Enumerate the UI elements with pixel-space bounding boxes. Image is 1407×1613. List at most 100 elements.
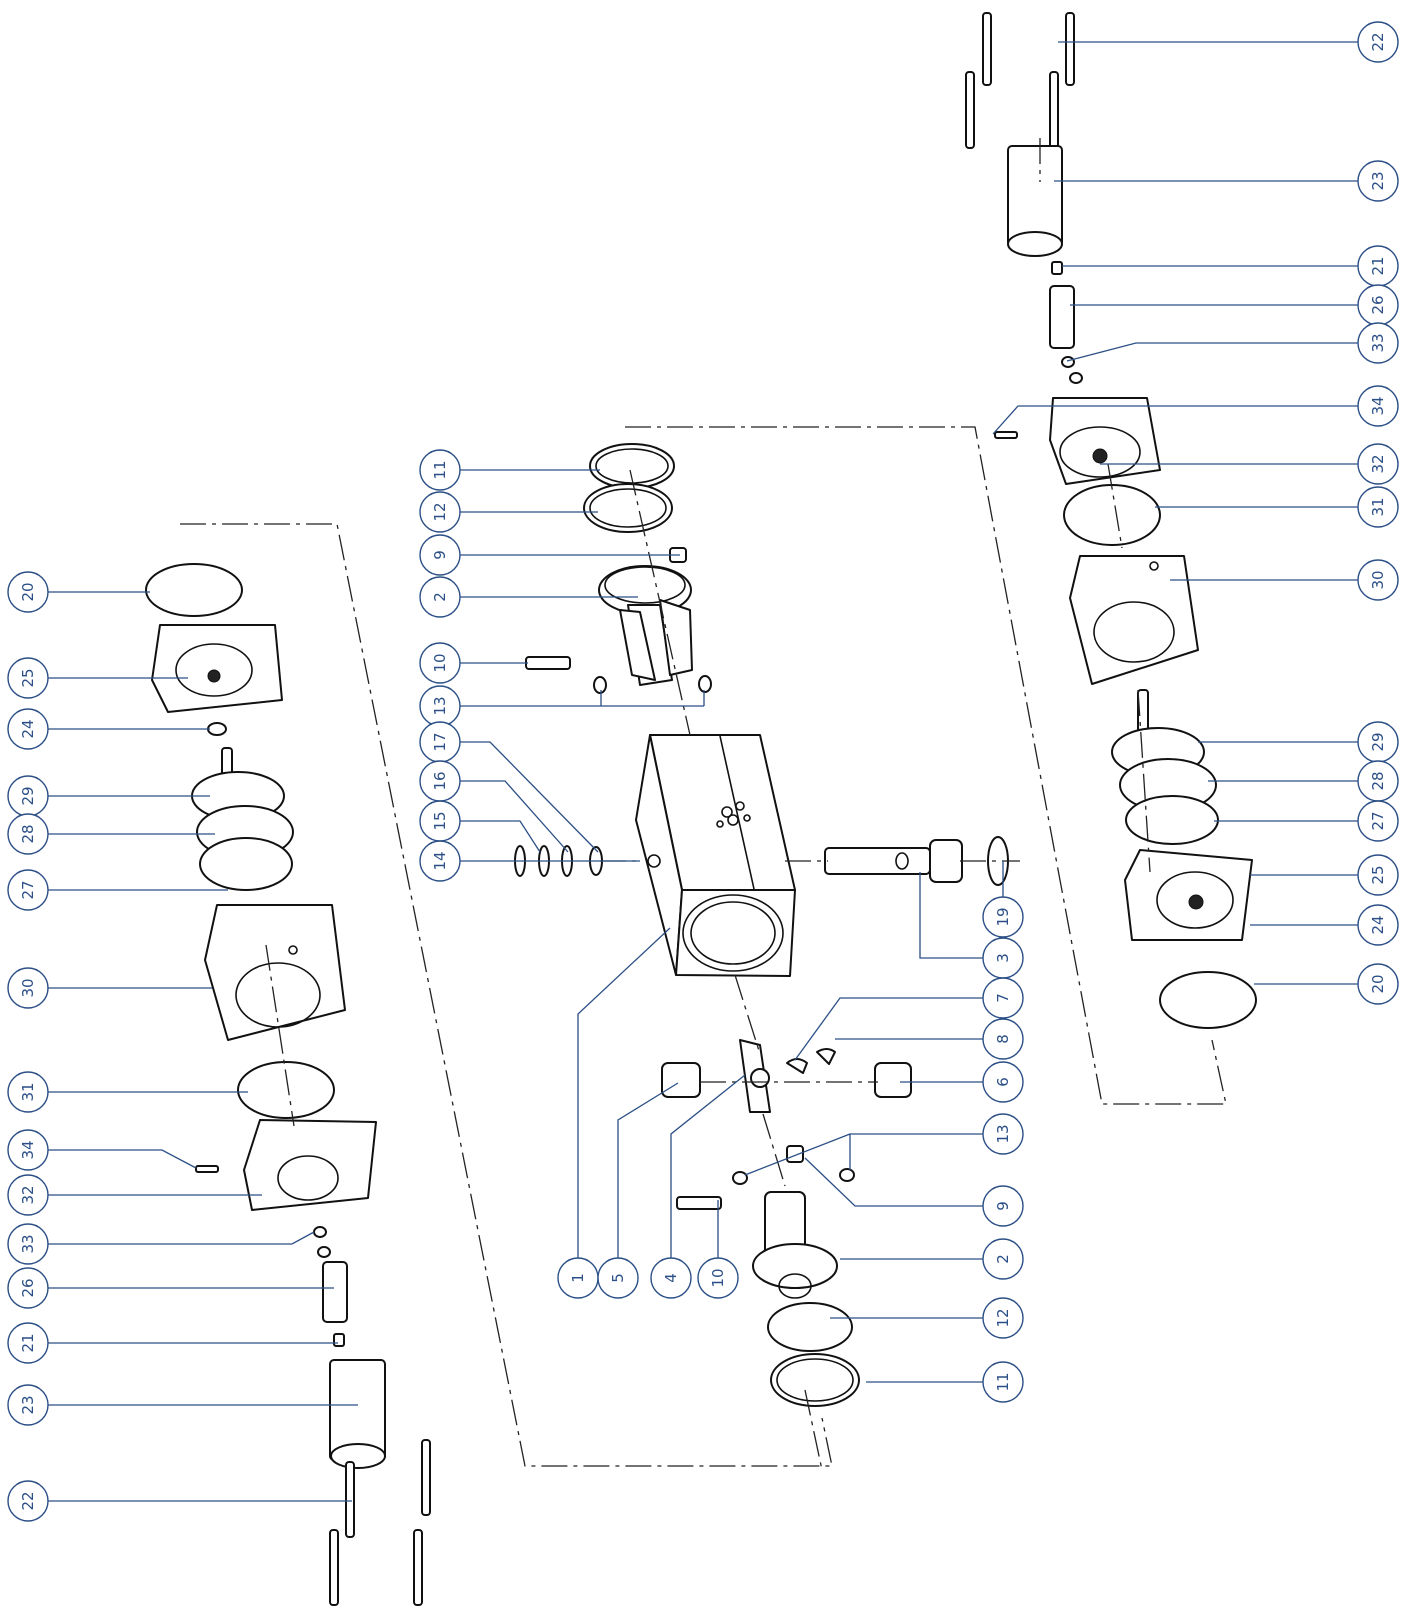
callout-bubble bbox=[1357, 21, 1399, 63]
callout-bubble bbox=[697, 1257, 739, 1299]
callout-c25-left: 25 bbox=[7, 657, 188, 699]
callout-c8: 8 bbox=[835, 1018, 1024, 1060]
callout-c3: 3 bbox=[919, 872, 1024, 979]
callout-c30-left: 30 bbox=[7, 967, 212, 1009]
callout-c24-left: 24 bbox=[7, 708, 210, 750]
callout-number: 2 bbox=[994, 1254, 1012, 1264]
callout-bubble bbox=[7, 869, 49, 911]
callout-bubble bbox=[7, 1071, 49, 1113]
callout-c26-top: 26 bbox=[1070, 284, 1399, 326]
callout-c21-top: 21 bbox=[1062, 245, 1399, 287]
cl-top-frame bbox=[625, 426, 1227, 1105]
pins-top bbox=[525, 656, 712, 694]
callout-bubble bbox=[982, 1238, 1024, 1280]
callout-c12-bot: 12 bbox=[830, 1297, 1024, 1339]
callout-c10-bot: 10 bbox=[697, 1200, 739, 1299]
callout-number: 30 bbox=[1369, 570, 1387, 589]
callout-bubble bbox=[7, 657, 49, 699]
callout-c28-left: 28 bbox=[7, 813, 215, 855]
callout-c29-right: 29 bbox=[1198, 721, 1399, 763]
callout-bubble bbox=[982, 1361, 1024, 1403]
callout-bubble bbox=[7, 571, 49, 613]
callout-c27-left: 27 bbox=[7, 869, 228, 911]
leader-line bbox=[794, 997, 983, 1061]
callout-number: 2 bbox=[431, 592, 449, 602]
piston-bottom bbox=[676, 1145, 860, 1407]
callout-number: 32 bbox=[1369, 454, 1387, 473]
callout-c23-top: 23 bbox=[1054, 160, 1399, 202]
callout-number: 11 bbox=[994, 1372, 1012, 1391]
callout-bubble bbox=[1357, 443, 1399, 485]
cl-top-axis bbox=[629, 469, 691, 736]
pinion-cam bbox=[661, 1039, 912, 1113]
callout-number: 34 bbox=[1369, 396, 1387, 415]
callout-number: 15 bbox=[431, 811, 449, 830]
callout-number: 1 bbox=[569, 1273, 587, 1283]
callout-number: 27 bbox=[19, 880, 37, 899]
callout-bubble bbox=[982, 1018, 1024, 1060]
callout-bubble bbox=[1357, 559, 1399, 601]
callout-bubble bbox=[7, 813, 49, 855]
callout-bubble bbox=[982, 896, 1024, 938]
leader-line bbox=[670, 1074, 746, 1258]
callout-bubble bbox=[1357, 800, 1399, 842]
leader-line bbox=[744, 1133, 851, 1176]
callout-c17: 17 bbox=[419, 721, 599, 853]
callout-c21-left: 21 bbox=[7, 1322, 338, 1364]
callout-c33-left: 33 bbox=[7, 1223, 315, 1265]
callout-c32-left: 32 bbox=[7, 1174, 262, 1216]
callout-c7: 7 bbox=[794, 977, 1024, 1061]
centerlines bbox=[180, 138, 1227, 1471]
callout-c9-top: 9 bbox=[419, 534, 680, 576]
callout-number: 13 bbox=[994, 1124, 1012, 1143]
callout-bubble bbox=[419, 491, 461, 533]
callout-number: 30 bbox=[19, 978, 37, 997]
output-shaft bbox=[824, 836, 1009, 886]
callout-number: 28 bbox=[1369, 771, 1387, 790]
callout-number: 27 bbox=[1369, 811, 1387, 830]
callout-c26-left: 26 bbox=[7, 1267, 334, 1309]
callout-bubble bbox=[419, 642, 461, 684]
callout-number: 32 bbox=[19, 1185, 37, 1204]
leader-line bbox=[48, 1231, 315, 1245]
callout-number: 14 bbox=[431, 851, 449, 870]
callout-c34-left: 34 bbox=[7, 1129, 197, 1171]
callout-bubble bbox=[1357, 385, 1399, 427]
callout-c14: 14 bbox=[419, 840, 640, 882]
cl-bottom-axis bbox=[804, 1389, 823, 1471]
piston-top bbox=[598, 547, 693, 686]
callout-number: 33 bbox=[1369, 333, 1387, 352]
callout-c2-top: 2 bbox=[419, 576, 638, 618]
callout-bubble bbox=[1357, 160, 1399, 202]
callout-number: 20 bbox=[1369, 974, 1387, 993]
callout-bubble bbox=[7, 1267, 49, 1309]
callout-c11-top: 11 bbox=[419, 449, 600, 491]
callout-bubble bbox=[982, 977, 1024, 1019]
cl-main-axis bbox=[734, 974, 761, 1055]
leader-line bbox=[992, 405, 1358, 435]
callout-number: 8 bbox=[994, 1034, 1012, 1044]
callout-c27-right: 27 bbox=[1214, 800, 1399, 842]
callout-c22-top: 22 bbox=[1058, 21, 1399, 63]
callout-number: 9 bbox=[431, 550, 449, 560]
callout-number: 31 bbox=[19, 1082, 37, 1101]
callout-bubble bbox=[7, 1174, 49, 1216]
cl-left-frame bbox=[180, 523, 833, 1467]
right-stack bbox=[965, 12, 1257, 1029]
callout-number: 13 bbox=[431, 696, 449, 715]
leader-line bbox=[48, 1149, 197, 1169]
callout-number: 33 bbox=[19, 1234, 37, 1253]
callout-number: 10 bbox=[431, 653, 449, 672]
callout-number: 10 bbox=[709, 1268, 727, 1287]
callout-c4: 4 bbox=[650, 1074, 746, 1299]
callout-number: 5 bbox=[609, 1273, 627, 1283]
callout-c20-right: 20 bbox=[1254, 963, 1399, 1005]
cl-right-axis bbox=[1107, 463, 1123, 549]
callout-number: 21 bbox=[19, 1333, 37, 1352]
callout-bubble bbox=[7, 1384, 49, 1426]
callout-c31-left: 31 bbox=[7, 1071, 248, 1113]
callout-number: 31 bbox=[1369, 497, 1387, 516]
callout-bubble bbox=[982, 1185, 1024, 1227]
callout-bubble bbox=[7, 1129, 49, 1171]
